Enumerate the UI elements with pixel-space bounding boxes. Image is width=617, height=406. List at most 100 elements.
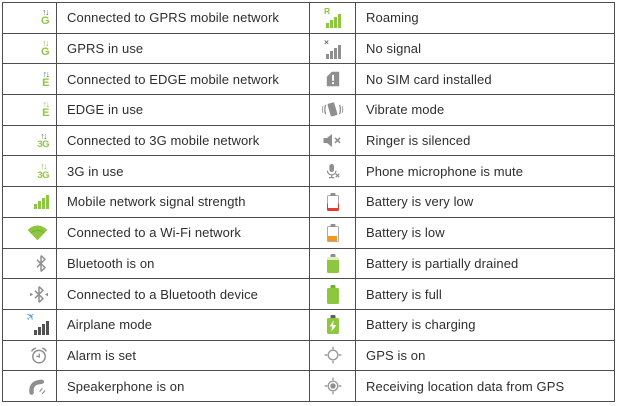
status-description: No signal	[366, 41, 422, 57]
icon-cell	[3, 187, 57, 217]
table-row: Connected to a Bluetooth device Battery …	[3, 279, 614, 310]
gprs-in-use-icon: ↑↓ G	[40, 37, 50, 59]
battery-full-icon	[326, 287, 339, 304]
status-description: Battery is partially drained	[366, 255, 519, 271]
gprs-connected-icon: ↑↓ G	[40, 7, 50, 28]
icon-cell	[310, 248, 356, 279]
table-row: ↑↓ 3G 3G in use Phone microphone is mute	[3, 156, 614, 188]
icon-cell: ↑↓ G	[3, 33, 57, 64]
table-row: ↑↓ E Connected to EDGE mobile network No…	[3, 64, 614, 96]
table-row: Connected to a Wi-Fi network Battery is …	[3, 217, 614, 249]
icon-cell	[3, 279, 57, 309]
status-description: Battery is full	[366, 286, 442, 302]
status-description: No SIM card installed	[366, 71, 492, 87]
icon-cell	[3, 340, 57, 371]
roaming-letter: R	[324, 5, 331, 16]
battery-partial-icon	[326, 256, 339, 273]
icon-cell	[310, 371, 356, 401]
gps-on-icon	[324, 347, 341, 364]
status-description: Bluetooth is on	[57, 248, 310, 279]
status-description: EDGE in use	[57, 95, 310, 125]
airplane-mode-icon: ✈	[24, 310, 49, 335]
updown-arrows-icon: ↑↓	[41, 7, 50, 18]
updown-arrows-icon: ↑↓	[40, 161, 48, 172]
icon-cell: ↑↓ 3G	[3, 156, 57, 187]
network-letter: E	[42, 107, 49, 120]
bluetooth-icon	[36, 254, 46, 272]
updown-arrows-icon: ↑↓	[40, 130, 48, 141]
updown-arrows-icon: ↑↓	[41, 37, 50, 48]
icon-cell	[310, 187, 356, 217]
status-description: Connected to a Bluetooth device	[57, 279, 310, 309]
3g-in-use-icon: ↑↓ 3G	[37, 162, 49, 180]
updown-arrows-icon: ↑↓	[42, 99, 51, 110]
status-description: Receiving location data from GPS	[366, 378, 565, 394]
no-signal-x: ×	[324, 36, 329, 47]
battery-low-icon	[326, 226, 339, 243]
table-row: ✈ Airplane mode Battery is charging	[3, 309, 614, 341]
battery-charging-icon	[326, 318, 339, 335]
bluetooth-connected-icon	[30, 285, 48, 303]
icon-cell	[310, 279, 356, 309]
status-description: Alarm is set	[57, 340, 310, 371]
network-letter: G	[40, 15, 50, 28]
mic-mute-icon	[326, 163, 340, 178]
icon-cell: ↑↓ E	[3, 64, 57, 95]
edge-in-use-icon: ↑↓ E	[42, 99, 51, 120]
status-description: Roaming	[366, 10, 419, 26]
status-description: Connected to a Wi-Fi network	[57, 217, 310, 248]
icon-cell	[310, 156, 356, 187]
icon-cell	[310, 309, 356, 340]
status-description: Battery is very low	[366, 194, 474, 210]
table-row: ↑↓ G GPRS in use × No signal	[3, 33, 614, 65]
table-row: Alarm is set GPS is on	[3, 340, 614, 372]
icon-cell	[310, 64, 356, 95]
icon-cell: ✈	[3, 309, 57, 340]
battery-very-low-icon	[327, 195, 339, 211]
network-letter: G	[40, 46, 50, 59]
alarm-icon	[30, 347, 48, 364]
status-description: 3G in use	[57, 156, 310, 187]
network-letter: E	[42, 76, 49, 89]
status-description: Connected to EDGE mobile network	[57, 64, 310, 95]
icon-cell	[3, 248, 57, 279]
speakerphone-icon	[29, 379, 46, 395]
status-description: Speakerphone is on	[57, 371, 310, 401]
icon-cell	[3, 217, 57, 248]
ringer-silenced-icon	[323, 134, 341, 148]
updown-arrows-icon: ↑↓	[42, 68, 51, 79]
status-description: Airplane mode	[57, 309, 310, 340]
table-row: ↑↓ 3G Connected to 3G mobile network Rin…	[3, 125, 614, 157]
vibrate-icon	[321, 102, 344, 117]
status-description: Vibrate mode	[366, 102, 445, 118]
status-description: GPRS in use	[57, 33, 310, 64]
status-description: Connected to 3G mobile network	[57, 125, 310, 156]
icon-cell: ×	[310, 33, 356, 64]
network-letter: 3G	[37, 169, 49, 181]
3g-connected-icon: ↑↓ 3G	[37, 130, 49, 150]
no-signal-icon: ×	[324, 36, 341, 59]
icon-cell: ↑↓ E	[3, 95, 57, 125]
edge-connected-icon: ↑↓ E	[42, 68, 51, 89]
roaming-icon: R	[324, 5, 341, 28]
icon-cell	[3, 371, 57, 401]
table-row: Bluetooth is on Battery is partially dra…	[3, 248, 614, 280]
status-description: Connected to GPRS mobile network	[57, 3, 310, 33]
status-description: Mobile network signal strength	[57, 187, 310, 217]
icon-cell	[310, 217, 356, 248]
status-description: Battery is low	[366, 225, 445, 241]
icon-cell: ↑↓ 3G	[3, 125, 57, 156]
icon-cell: R	[310, 3, 356, 33]
icon-cell	[310, 95, 356, 125]
table-row: ↑↓ G Connected to GPRS mobile network R …	[3, 3, 614, 34]
status-description: Battery is charging	[366, 317, 476, 333]
status-icons-table: ↑↓ G Connected to GPRS mobile network R …	[2, 2, 615, 402]
signal-strength-icon	[34, 194, 49, 209]
no-sim-icon	[326, 72, 339, 87]
table-row: Speakerphone is on Receiving location da…	[3, 371, 614, 401]
network-letter: 3G	[37, 138, 49, 150]
wifi-icon	[27, 225, 48, 241]
table-row: ↑↓ E EDGE in use Vibrate mode	[3, 95, 614, 126]
status-description: Ringer is silenced	[366, 133, 471, 149]
icon-cell	[310, 340, 356, 371]
